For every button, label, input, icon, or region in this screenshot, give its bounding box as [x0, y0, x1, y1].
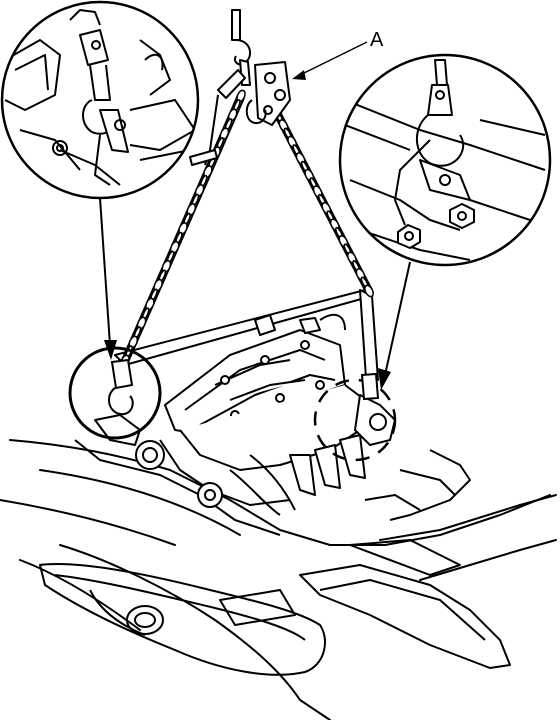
- callout-a-arrowhead: [292, 70, 306, 80]
- engine-bay-edges: [74, 439, 471, 536]
- chain-links-right: [270, 102, 374, 298]
- hoist-hook: [189, 9, 291, 166]
- chain-links-left: [120, 89, 246, 368]
- detail-arrow-left: [99, 197, 117, 360]
- chain-hook-right: [360, 372, 380, 401]
- target-circle-left: [68, 346, 162, 440]
- callout-a-label: A: [370, 29, 384, 51]
- callout-a: A: [292, 29, 384, 80]
- right-headlight: [299, 539, 511, 669]
- chain-hook-left: [108, 358, 134, 416]
- car-body: [0, 439, 557, 720]
- left-headlight: [39, 563, 326, 676]
- detail-arrow-right: [378, 261, 411, 390]
- target-circle-right: [313, 378, 397, 462]
- detail-circle-left: [0, 0, 200, 200]
- chain-link: [364, 284, 374, 298]
- callout-a-leader: [299, 41, 368, 76]
- detail-circle-right: [338, 53, 552, 267]
